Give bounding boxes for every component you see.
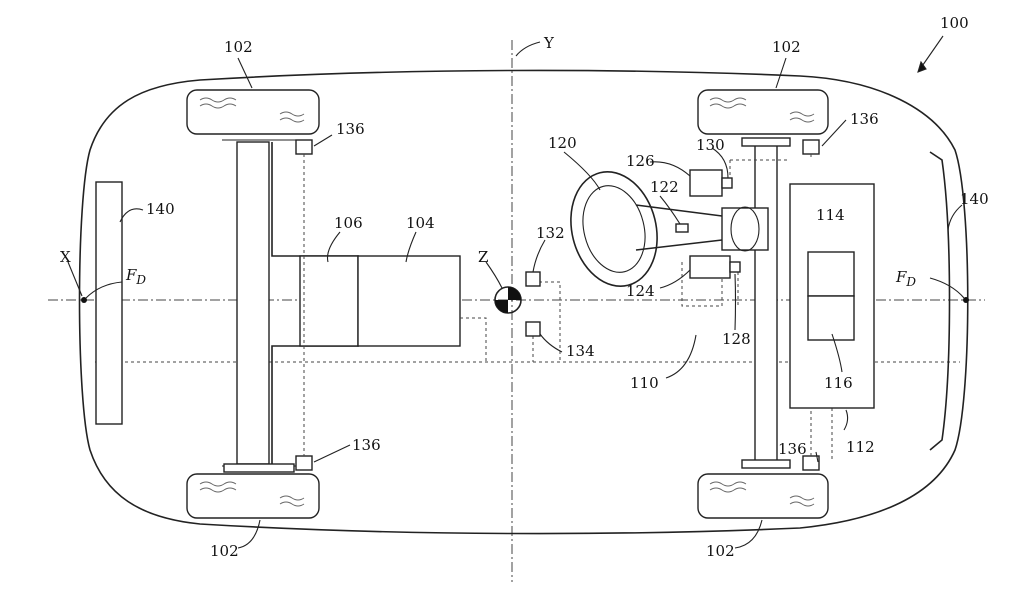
sensor-132 xyxy=(525,271,541,287)
front-bumper xyxy=(95,181,123,425)
label-136-front-left: 136 xyxy=(336,120,365,138)
label-100: 100 xyxy=(940,14,969,32)
control-unit-130 xyxy=(721,177,733,189)
label-x: X xyxy=(60,248,71,266)
battery-cell-116 xyxy=(807,295,855,341)
label-z: Z xyxy=(478,248,488,266)
label-104: 104 xyxy=(406,214,435,232)
label-y: Y xyxy=(543,34,555,52)
wheel-front-left xyxy=(186,89,320,135)
engine-104 xyxy=(357,255,461,347)
label-114: 114 xyxy=(816,206,845,224)
steering-column xyxy=(635,204,723,251)
battery-cell-114 xyxy=(807,251,855,297)
rear-drivetrain xyxy=(721,137,791,469)
wheel-sensor-rear-right xyxy=(802,455,820,471)
label-136-rear-right: 136 xyxy=(778,440,807,458)
label-128: 128 xyxy=(722,330,751,348)
torque-sensor-122 xyxy=(675,223,689,233)
label-122: 122 xyxy=(650,178,679,196)
rear-axle-hub-bottom xyxy=(741,459,791,469)
label-140-rear: 140 xyxy=(960,190,989,208)
label-112: 112 xyxy=(846,438,875,456)
front-drivetrain xyxy=(222,139,461,473)
label-110: 110 xyxy=(630,374,659,392)
label-134: 134 xyxy=(566,342,595,360)
label-136-front-right: 136 xyxy=(352,436,381,454)
controller-128 xyxy=(729,261,741,273)
wheel-sensor-front-left xyxy=(295,139,313,155)
label-130: 130 xyxy=(696,136,725,154)
motor-124 xyxy=(689,255,731,279)
wheel-sensor-front-right xyxy=(295,455,313,471)
wheel-rear-left xyxy=(697,89,829,135)
force-point-rear xyxy=(963,297,969,303)
rear-axle xyxy=(754,141,778,465)
label-116: 116 xyxy=(824,374,853,392)
steering-wheel-inner xyxy=(582,185,646,273)
rear-axle-hub-top xyxy=(741,137,791,147)
label-140-front: 140 xyxy=(146,200,175,218)
battery-assembly-112 xyxy=(789,183,875,409)
reference-labels: 100 102 102 102 102 136 136 136 136 140 … xyxy=(60,14,989,560)
label-force-rear: FD xyxy=(895,268,916,289)
label-102-rear-left: 102 xyxy=(772,38,801,56)
front-axle xyxy=(236,141,270,465)
label-132: 132 xyxy=(536,224,565,242)
wheel-sensor-rear-left xyxy=(802,139,820,155)
label-120: 120 xyxy=(548,134,577,152)
steering-sensor-126 xyxy=(689,169,723,197)
label-124: 124 xyxy=(626,282,655,300)
center-of-gravity-symbol xyxy=(494,286,522,314)
vehicle-body-outline xyxy=(78,69,969,535)
force-point-front xyxy=(81,297,87,303)
label-136-rear-left: 136 xyxy=(850,110,879,128)
label-126: 126 xyxy=(626,152,655,170)
steering-wheel-outer xyxy=(570,171,658,287)
label-102-rear-right: 102 xyxy=(706,542,735,560)
label-102-front-left: 102 xyxy=(224,38,253,56)
label-force-front: FD xyxy=(125,266,146,287)
steering-assembly xyxy=(570,169,741,287)
sensor-134 xyxy=(525,321,541,337)
transmission-106 xyxy=(299,255,359,347)
wheel-front-right xyxy=(186,473,320,519)
gearbox-flange xyxy=(730,206,760,252)
front-spacer-bottom xyxy=(223,463,295,473)
label-106: 106 xyxy=(334,214,363,232)
wheel-rear-right xyxy=(697,473,829,519)
steering-gearbox xyxy=(721,207,769,251)
leader-lines xyxy=(67,35,965,549)
label-102-front-right: 102 xyxy=(210,542,239,560)
rear-bumper xyxy=(929,151,951,451)
signal-lines xyxy=(303,154,833,460)
